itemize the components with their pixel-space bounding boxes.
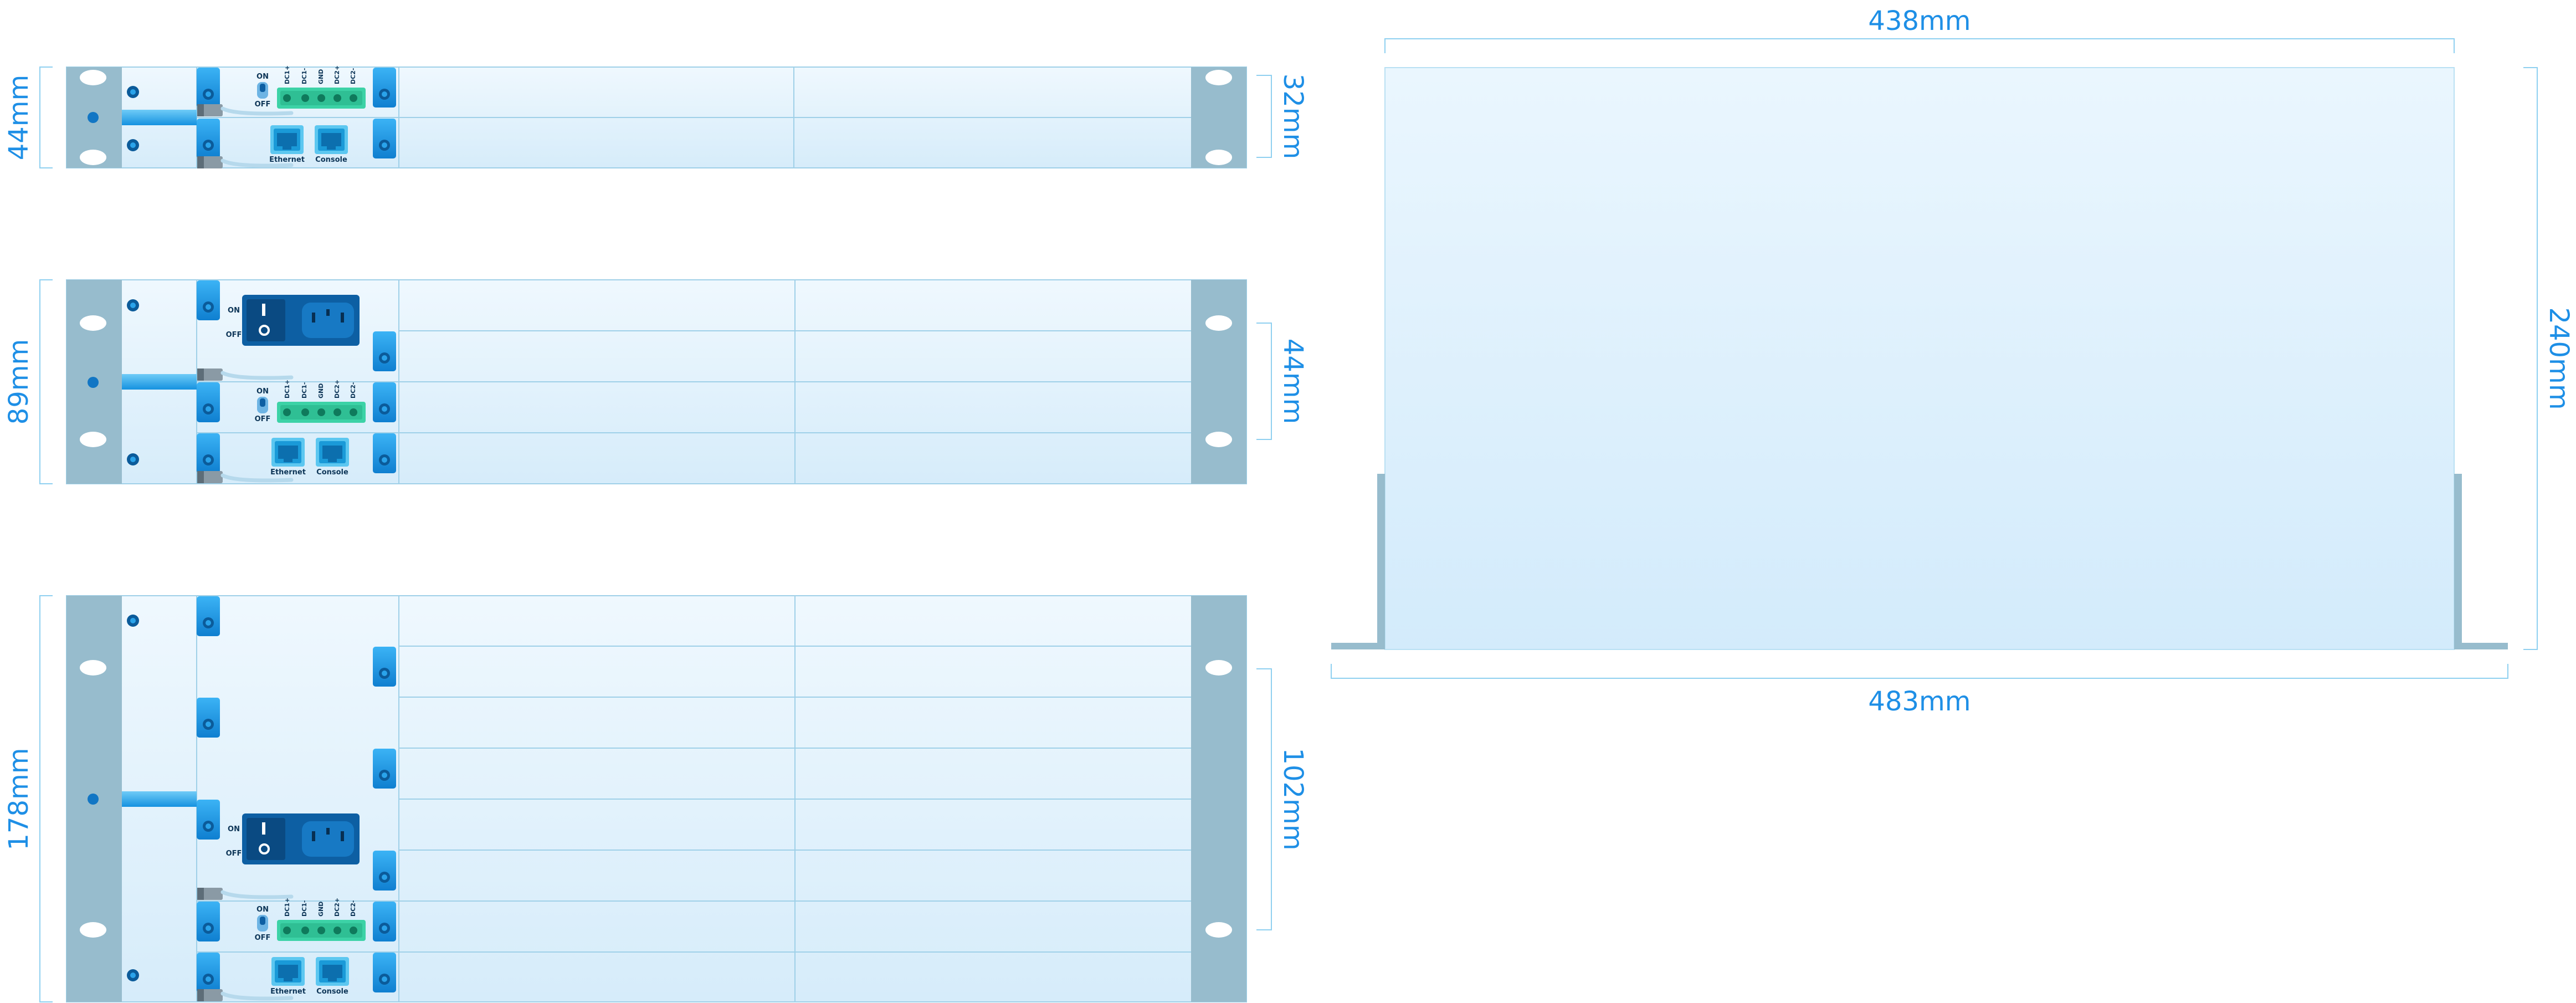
body-width-dimension: 438mm	[1384, 6, 2455, 53]
slot-handle[interactable]	[373, 331, 396, 371]
ethernet-port[interactable]	[271, 957, 305, 986]
terminal-pin-label: DC2-	[350, 68, 357, 84]
rack-ear-left	[66, 596, 122, 1002]
slot-handle[interactable]	[373, 902, 396, 941]
ac-off-label: OFF	[226, 331, 242, 339]
overall-width-dimension: 483mm	[1331, 664, 2508, 717]
slot-handle[interactable]	[197, 119, 220, 158]
switch-on-label: ON	[256, 73, 269, 81]
terminal-pin-label: GND	[317, 383, 325, 398]
slot-handle[interactable]	[373, 953, 396, 992]
chassis-2u: ON OFF ON OFF DC1+ DC1- GND DC2+ DC2- Et…	[3, 279, 1308, 484]
height-dimension: 89mm	[3, 279, 53, 484]
slot-handle[interactable]	[197, 280, 220, 320]
slot-handle[interactable]	[197, 902, 220, 941]
svg-text:89mm: 89mm	[3, 339, 34, 425]
slot-height-dimension: 102mm	[1256, 668, 1308, 930]
ethernet-label: Ethernet	[270, 987, 306, 996]
terminal-pin-label: DC1+	[284, 898, 291, 917]
switch-off-label: OFF	[255, 415, 271, 423]
chassis-4u: ON OFF ON OFF DC1+ DC1- GND DC2+ DC2- Et…	[3, 595, 1308, 1002]
slot-handle[interactable]	[373, 68, 396, 108]
slot-handle[interactable]	[197, 698, 220, 738]
slot-handle[interactable]	[373, 647, 396, 687]
ethernet-port[interactable]	[271, 438, 305, 467]
ethernet-label: Ethernet	[270, 468, 306, 477]
terminal-pin-label: GND	[317, 902, 325, 917]
svg-text:178mm: 178mm	[3, 748, 34, 850]
terminal-pin-label: DC2-	[350, 900, 357, 917]
rack-ear-left	[66, 280, 122, 484]
console-label: Console	[316, 468, 348, 477]
slot-handle[interactable]	[373, 433, 396, 473]
terminal-pin-label: DC2-	[350, 382, 357, 398]
ac-on-label: ON	[228, 306, 240, 315]
chassis-1u: ON OFF DC1+ DC1- GND DC2+ DC2- Ethernet …	[3, 65, 1308, 168]
terminal-pin-label: DC1-	[301, 900, 308, 917]
console-port[interactable]	[316, 438, 349, 467]
depth-dimension: 240mm	[2523, 67, 2574, 650]
console-label: Console	[315, 156, 347, 164]
rack-ear-right	[1191, 67, 1246, 168]
terminal-pin-label: DC1+	[284, 380, 291, 398]
ac-power-module[interactable]	[241, 294, 361, 347]
console-port[interactable]	[315, 125, 348, 154]
switch-on-label: ON	[256, 387, 269, 396]
slot-handle[interactable]	[197, 382, 220, 422]
terminal-pin-label: DC2+	[333, 898, 341, 917]
ethernet-port[interactable]	[270, 125, 304, 154]
mounting-bracket-left	[1331, 474, 1385, 649]
svg-text:438mm: 438mm	[1868, 6, 1971, 37]
ac-on-label: ON	[228, 825, 240, 833]
slot-handle[interactable]	[197, 953, 220, 992]
mounting-bracket-right	[2454, 474, 2508, 649]
slot-handle[interactable]	[373, 749, 396, 789]
slot-handle[interactable]	[197, 596, 220, 636]
svg-text:102mm: 102mm	[1277, 748, 1308, 850]
power-toggle[interactable]	[257, 915, 268, 932]
switch-off-label: OFF	[255, 934, 271, 942]
switch-off-label: OFF	[255, 100, 271, 109]
svg-text:44mm: 44mm	[1277, 339, 1308, 424]
dc-terminal-block	[277, 88, 366, 109]
svg-text:32mm: 32mm	[1277, 74, 1308, 160]
slot-height-dimension: 32mm	[1256, 74, 1308, 160]
console-port[interactable]	[316, 957, 349, 986]
slot-height-dimension: 44mm	[1256, 323, 1308, 440]
ac-power-module[interactable]	[241, 812, 361, 866]
console-label: Console	[316, 987, 348, 996]
power-toggle[interactable]	[257, 397, 268, 413]
slot-handle[interactable]	[197, 433, 220, 473]
slot-handle[interactable]	[197, 68, 220, 108]
slot-handle[interactable]	[197, 800, 220, 840]
ethernet-label: Ethernet	[269, 156, 305, 164]
power-toggle[interactable]	[257, 82, 268, 99]
ac-off-label: OFF	[226, 850, 242, 858]
chassis-body	[1384, 67, 2455, 650]
terminal-pin-label: GND	[317, 69, 325, 84]
height-dimension: 178mm	[3, 595, 53, 1002]
rack-ear-right	[1191, 596, 1246, 1002]
switch-on-label: ON	[256, 905, 269, 914]
svg-text:483mm: 483mm	[1868, 686, 1971, 717]
slot-handle[interactable]	[373, 119, 396, 158]
rack-ear-right	[1191, 280, 1246, 484]
slot-handle[interactable]	[373, 851, 396, 891]
terminal-pin-label: DC1-	[301, 68, 308, 84]
terminal-pin-label: DC2+	[333, 65, 341, 84]
svg-text:240mm: 240mm	[2543, 307, 2574, 410]
svg-text:44mm: 44mm	[3, 75, 34, 161]
top-view: 438mm 483mm 240mm	[1331, 6, 2574, 717]
terminal-pin-label: DC2+	[333, 380, 341, 398]
terminal-pin-label: DC1+	[284, 65, 291, 84]
slot-handle[interactable]	[373, 382, 396, 422]
dc-terminal-block	[277, 920, 366, 941]
rack-ear-left	[66, 67, 122, 168]
height-dimension: 44mm	[3, 66, 53, 168]
dc-terminal-block	[277, 402, 366, 423]
terminal-pin-label: DC1-	[301, 382, 308, 398]
